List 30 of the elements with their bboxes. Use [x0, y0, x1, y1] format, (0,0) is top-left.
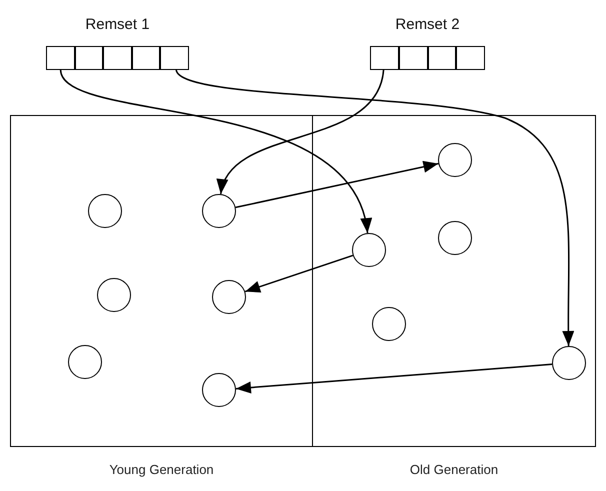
remset-cell — [456, 46, 485, 70]
remset-cell — [370, 46, 399, 70]
remset-cell — [160, 46, 189, 70]
arrow — [60, 70, 370, 234]
arrow — [176, 70, 574, 346]
remset-cell — [103, 46, 132, 70]
remset-cell — [74, 46, 104, 70]
object-circle — [552, 346, 586, 380]
object-circle — [438, 221, 472, 255]
object-circle — [202, 373, 236, 407]
arrow — [244, 254, 354, 292]
arrow — [235, 160, 439, 208]
object-circle — [202, 194, 236, 228]
object-circle — [68, 345, 102, 379]
object-circle — [212, 280, 246, 314]
generation-label: Old Generation — [408, 462, 500, 477]
remset-label: Remset 1 — [84, 16, 151, 33]
remset-cell — [398, 46, 428, 70]
object-circle — [372, 307, 406, 341]
object-circle — [97, 278, 131, 312]
object-circle — [352, 233, 386, 267]
remset-cell — [132, 46, 160, 70]
object-circle — [88, 194, 122, 228]
arrow — [219, 70, 384, 194]
remset-cell — [46, 46, 75, 70]
arrow — [236, 364, 552, 394]
object-circle — [438, 143, 472, 177]
remset-label: Remset 2 — [394, 16, 461, 33]
remset-cell — [428, 46, 456, 70]
generation-label: Young Generation — [108, 462, 215, 477]
